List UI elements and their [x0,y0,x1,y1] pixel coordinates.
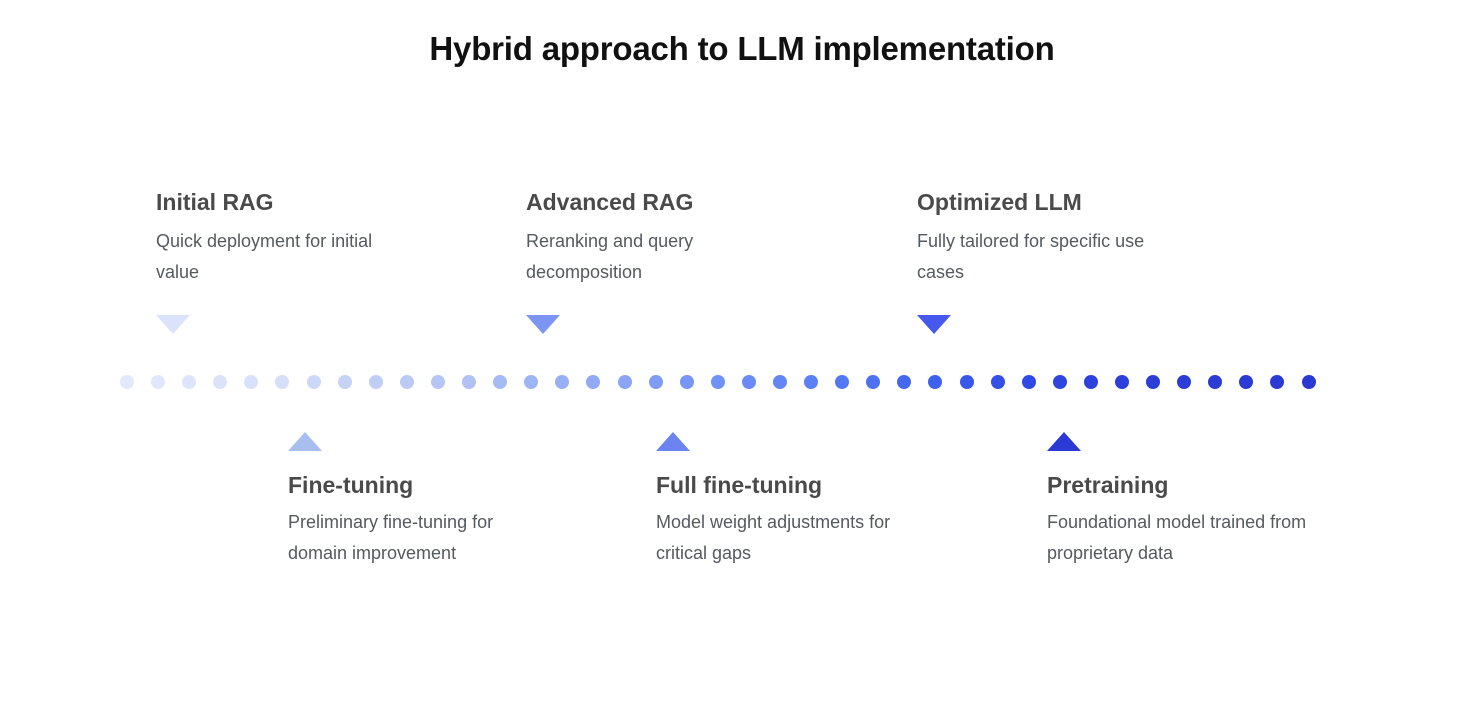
gradient-dot [1301,375,1316,389]
stage-heading: Fine-tuning [288,472,414,498]
gradient-dot [679,375,694,389]
stage-description: Fully tailored for specific use cases [917,231,1145,283]
gradient-dot [1177,375,1192,389]
stage-description: Quick deployment for initial value [156,231,373,283]
gradient-dot [524,375,539,389]
gradient-dot [928,375,943,389]
gradient-dot [1115,375,1129,389]
marker-slot [1047,432,1307,451]
gradient-dot [120,375,134,389]
gradient-dot [430,375,445,389]
gradient-dot [306,375,321,389]
stage-heading: Initial RAG [156,189,274,215]
gradient-dot [1021,375,1036,389]
gradient-dot [399,375,414,389]
gradient-dot [151,375,166,389]
triangle-down-icon [156,315,190,335]
stage-optimized-llm: Optimized LLM Fully tailored for specifi… [917,189,1177,335]
triangle-up-icon [1047,432,1081,451]
triangle-up-icon [656,432,690,451]
gradient-dot [275,375,290,389]
gradient-dot [835,375,850,389]
gradient-dot [772,375,787,389]
stage-pretraining: Pretraining Foundational model trained f… [1047,432,1307,569]
stage-description: Model weight adjustments for critical ga… [656,512,891,564]
gradient-dot [990,375,1005,389]
page-title: Hybrid approach to LLM implementation [429,30,1055,67]
gradient-dot [897,375,912,389]
gradient-dot [710,375,725,389]
stage-description: Foundational model trained from propriet… [1047,512,1307,564]
maturity-gradient-track [120,374,1340,390]
gradient-dot [368,375,383,389]
gradient-dot [1083,375,1098,389]
gradient-dot [1239,375,1254,389]
stage-description: Reranking and query decomposition [526,231,694,283]
gradient-dot [244,375,259,389]
stage-heading: Advanced RAG [526,189,694,215]
stage-full-fine-tuning: Full fine-tuning Model weight adjustment… [656,432,916,569]
triangle-down-icon [917,315,951,335]
gradient-dot [617,375,632,389]
gradient-dot [586,375,601,389]
gradient-dot [959,375,974,389]
gradient-dot [213,375,228,389]
stage-heading: Full fine-tuning [656,472,823,498]
marker-slot [288,432,548,451]
gradient-dot [462,375,477,389]
gradient-dot [866,375,881,389]
gradient-dot [493,375,508,389]
gradient-dot [337,375,352,389]
marker-slot [526,315,786,335]
gradient-dot [1146,375,1161,389]
stage-heading: Pretraining [1047,472,1169,498]
gradient-dot [182,375,197,389]
triangle-up-icon [288,432,322,451]
gradient-dot [804,375,819,389]
triangle-down-icon [526,315,560,335]
gradient-dot [555,375,570,389]
stage-heading: Optimized LLM [917,189,1082,215]
marker-slot [156,315,416,335]
marker-slot [656,432,916,451]
gradient-dot [1208,375,1223,389]
gradient-dot [741,375,756,389]
gradient-dot [648,375,663,389]
marker-slot [917,315,1177,335]
stage-advanced-rag: Advanced RAG Reranking and query decompo… [526,189,786,335]
gradient-dot [1270,375,1285,389]
stage-fine-tuning: Fine-tuning Preliminary fine-tuning for … [288,432,548,569]
gradient-dot [1052,375,1067,389]
stage-initial-rag: Initial RAG Quick deployment for initial… [156,189,416,335]
stage-description: Preliminary fine-tuning for domain impro… [288,512,494,564]
